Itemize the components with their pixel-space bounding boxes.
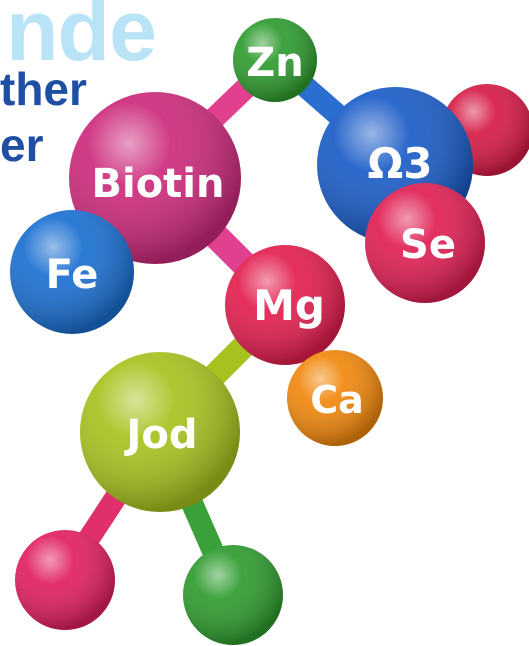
atom-mg: Mg <box>225 245 345 365</box>
atom-fe: Fe <box>10 210 134 334</box>
atom-biotin: Biotin <box>69 92 241 264</box>
atom-label-zn: Zn <box>246 40 303 86</box>
atom-label-mg: Mg <box>253 281 325 330</box>
atom-label-omega3: Ω3 <box>368 139 433 188</box>
atom-label-fe: Fe <box>46 252 99 298</box>
atom-se: Se <box>365 183 485 303</box>
atom-ca: Ca <box>287 350 383 446</box>
sphere-bottom-left <box>15 530 115 630</box>
atom-label-biotin: Biotin <box>92 161 225 207</box>
atom-label-ca: Ca <box>310 378 364 422</box>
sphere-bottom-green <box>183 545 283 645</box>
heading-fragment-bottom: er <box>0 119 44 171</box>
heading-fragment-top: nde <box>6 0 157 79</box>
heading-fragment-middle: ther <box>0 63 87 115</box>
atom-label-jod: Jod <box>124 412 198 458</box>
atom-label-se: Se <box>400 222 456 268</box>
atom-zn: Zn <box>233 18 317 102</box>
atom-jod: Jod <box>80 352 240 512</box>
